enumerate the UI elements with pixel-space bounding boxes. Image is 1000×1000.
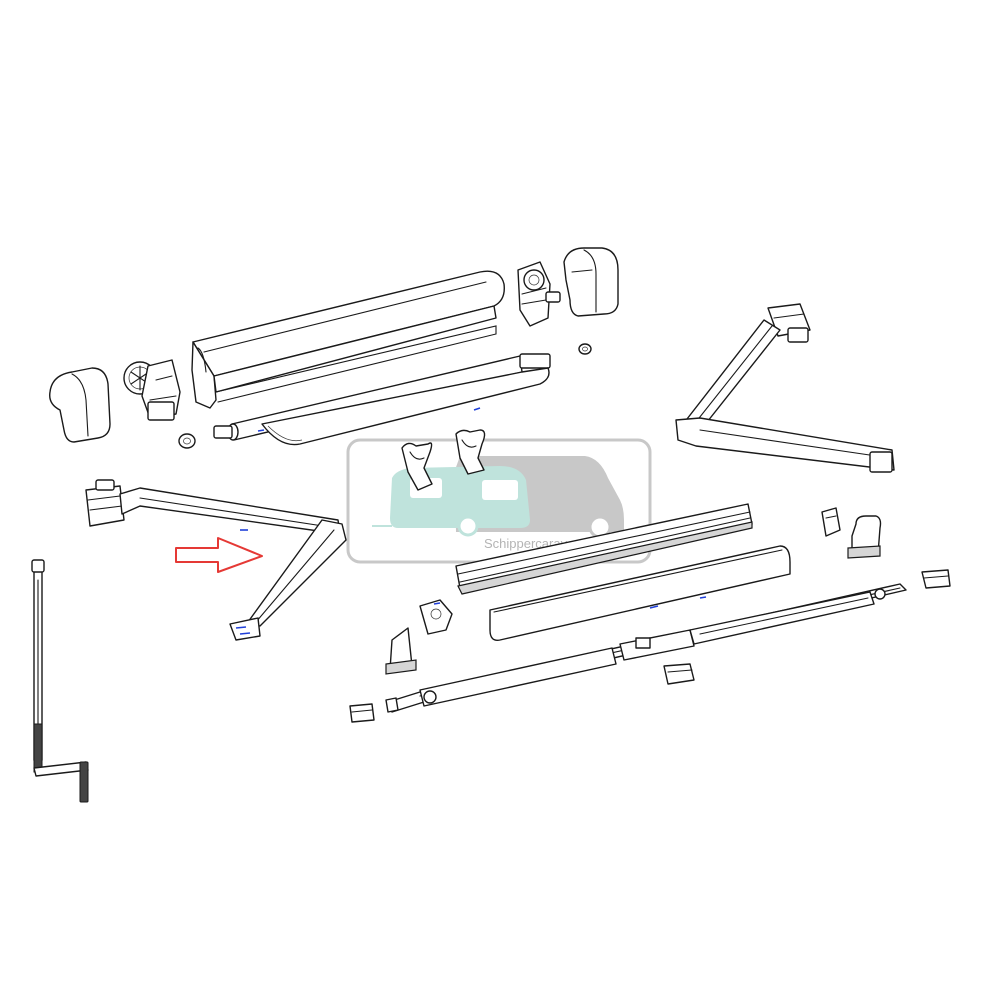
washer-left [178,433,196,449]
callout-arrow-icon [175,537,263,573]
left-gear-mechanism [123,359,181,421]
left-end-cap [49,367,111,443]
center-bracket [419,599,453,635]
washer-right [578,343,592,355]
front-cover-panel [489,545,791,641]
right-folding-arm [675,303,895,473]
right-gear-mechanism [517,261,561,327]
mounting-clip-left [349,703,375,723]
crank-handle [31,559,89,803]
end-cover-left [385,627,417,675]
mounting-clip-far-right [921,569,951,589]
cassette-housing [191,270,505,409]
end-cover-right [847,515,882,559]
arm-clamp-left [401,442,433,491]
roller-tube-with-fabric [213,353,551,446]
arm-clamp-right [455,429,486,475]
bracket-small-1 [821,507,841,537]
left-folding-arm [85,479,347,641]
mounting-clip-center [663,663,695,685]
front-profile-rail [455,503,753,595]
telescopic-lead-bar [385,583,907,713]
right-end-cap [563,247,619,317]
